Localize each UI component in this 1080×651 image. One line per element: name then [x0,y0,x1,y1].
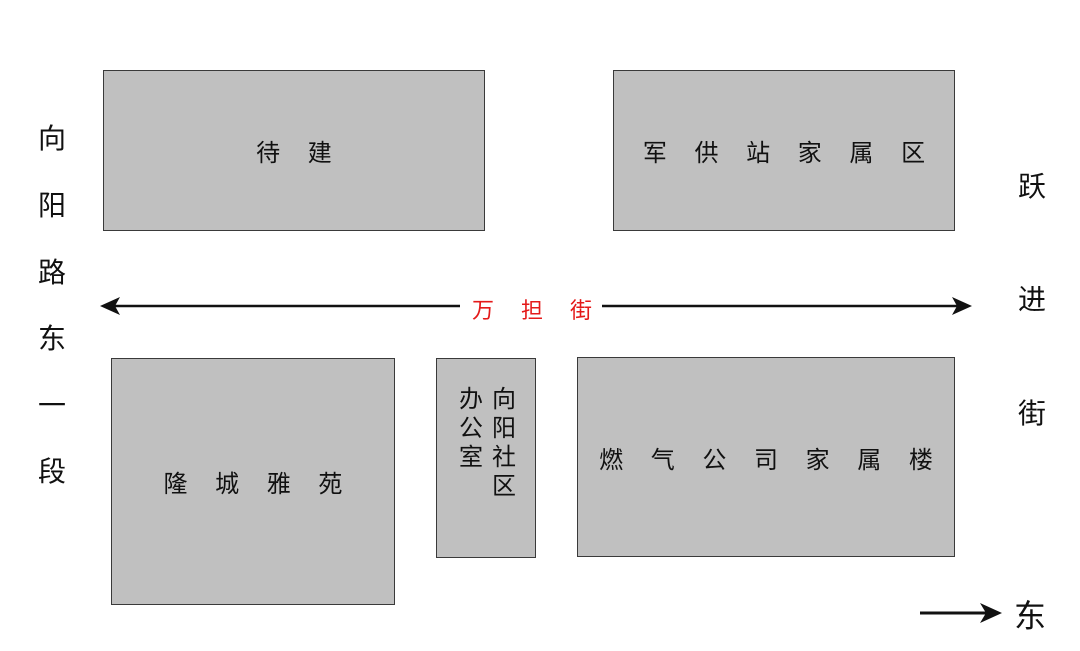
west-road-char: 一 [38,389,67,422]
block-longcheng: 隆 城 雅 苑 [111,358,395,605]
office-char: 办 [459,385,483,413]
office-char: 阳 [492,414,516,442]
east-road-char: 街 [1018,397,1047,430]
west-road-char: 向 [38,122,67,155]
street-arrowhead-east [952,297,972,315]
office-left-column: 办 公 室 [459,387,483,474]
block-daijian-label: 待 建 [256,139,342,167]
west-road-char: 阳 [38,189,67,222]
east-arrow-icon [920,603,1002,623]
block-longcheng-label: 隆 城 雅 苑 [163,470,353,498]
block-daijian: 待 建 [103,70,485,231]
block-junji: 军 供 站 家 属 区 [613,70,955,231]
west-road-char: 东 [38,322,67,355]
west-road-char: 路 [38,256,67,289]
block-ranqi-label: 燃 气 公 司 家 属 楼 [599,445,943,474]
office-right-column: 向 阳 社 区 [492,387,516,503]
west-road-char: 段 [38,455,67,488]
office-char: 向 [492,385,516,413]
office-char: 公 [459,414,483,442]
office-char: 社 [492,443,516,471]
block-junji-label: 军 供 站 家 属 区 [642,139,936,167]
office-char: 区 [492,472,516,500]
east-road-char: 进 [1018,283,1047,316]
block-ranqi: 燃 气 公 司 家 属 楼 [577,357,955,557]
middle-street-label: 万 担 街 [472,293,602,325]
east-road-char: 跃 [1018,170,1047,203]
block-office: 办 公 室 向 阳 社 区 [436,358,536,558]
office-char: 室 [459,443,483,471]
street-arrowhead-west [100,297,120,315]
compass-east-label: 东 [1014,597,1047,635]
